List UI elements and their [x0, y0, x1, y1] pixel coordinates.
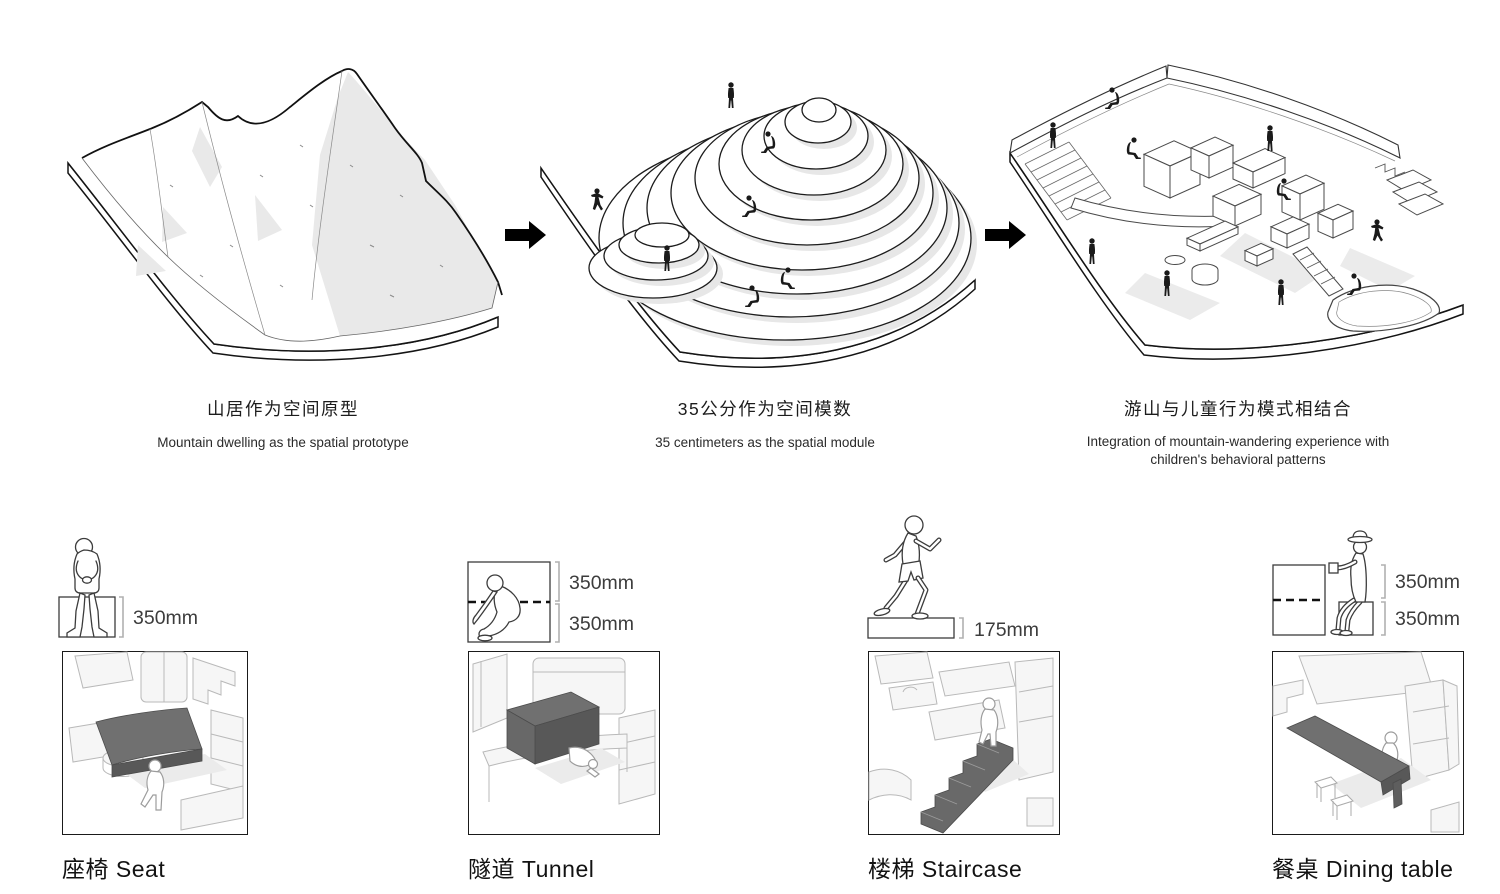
panel-tunnel-label: 隧道 Tunnel — [468, 856, 595, 882]
dining-table-vignette-frame — [1272, 651, 1464, 835]
seat-dimension-diagram: 350mm — [55, 533, 225, 643]
arrow-right-icon — [985, 220, 1027, 250]
diagram-interior-integration — [995, 48, 1465, 373]
chair-outlines — [1314, 776, 1354, 820]
highlighted-tunnel — [505, 691, 601, 765]
diagram-mountain-prototype — [50, 45, 515, 375]
crawling-child-figure — [568, 746, 600, 778]
table-upper-dimension: 350mm — [1395, 571, 1460, 593]
play-blocks — [1142, 136, 1355, 286]
tunnel-dimension-diagram: 350mm 350mm — [463, 557, 663, 649]
stage1-title-zh: 山居作为空间原型 — [207, 399, 359, 419]
panel-seat-label: 座椅 Seat — [62, 856, 166, 882]
ground-shadows — [1125, 233, 1415, 320]
play-pool — [1327, 284, 1441, 332]
staircase-vignette-frame — [868, 651, 1060, 835]
stage1-title-en: Mountain dwelling as the spatial prototy… — [157, 435, 409, 450]
table-lower-dimension: 350mm — [1395, 608, 1460, 630]
panel-dining-table-label: 餐桌 Dining table — [1272, 856, 1454, 882]
stage2-title-en: 35 centimeters as the spatial module — [655, 435, 875, 450]
climbing-child-figure — [978, 697, 999, 747]
tunnel-upper-dimension: 350mm — [569, 572, 634, 594]
central-stairs — [1292, 246, 1344, 297]
tunnel-lower-dimension: 350mm — [569, 613, 634, 635]
stage2-title-zh: 35公分作为空间模数 — [677, 399, 853, 419]
perimeter-walls — [1009, 64, 1401, 162]
child-figure — [140, 759, 165, 811]
tiered-seating — [1374, 163, 1445, 216]
stair-riser-dimension: 175mm — [974, 619, 1039, 641]
dining-table-dimension-diagram: 350mm 350mm — [1268, 526, 1473, 642]
highlighted-table — [1286, 715, 1411, 809]
stage3-title-en: Integration of mountain-wandering experi… — [1086, 434, 1390, 467]
background-blocks — [1272, 651, 1460, 833]
terrace-side-lobe — [588, 222, 723, 304]
panel-staircase-label: 楼梯 Staircase — [868, 856, 1023, 882]
highlighted-staircase — [920, 738, 1014, 834]
background-blocks — [868, 651, 1054, 827]
mountain-mass — [81, 68, 503, 342]
seat-vignette-frame — [62, 651, 248, 835]
tunnel-vignette-frame — [468, 651, 660, 835]
arrow-right-icon — [505, 220, 547, 250]
seat-height-dimension: 350mm — [133, 607, 198, 629]
stage3-title-zh: 游山与儿童行为模式相结合 — [1124, 399, 1352, 419]
diagram-terraced-module — [535, 56, 1000, 376]
staircase-dimension-diagram: 175mm — [862, 508, 1067, 650]
